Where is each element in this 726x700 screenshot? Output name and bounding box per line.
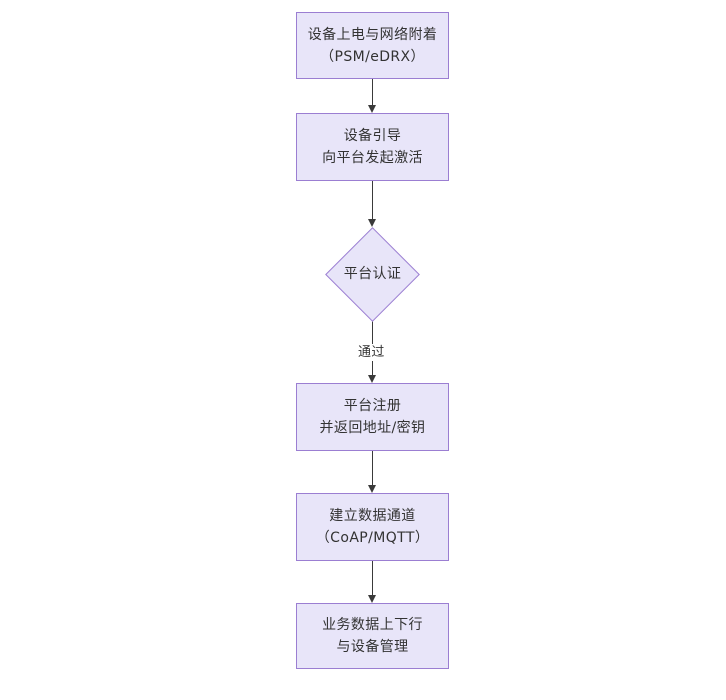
node-platform-register[interactable]: 平台注册 并返回地址/密钥 [296,383,449,451]
connector-line [372,451,373,486]
node-power-on-line2: （PSM/eDRX） [320,48,425,65]
node-power-on[interactable]: 设备上电与网络附着 （PSM/eDRX） [296,12,449,79]
node-platform-register-line2: 并返回地址/密钥 [319,420,426,436]
node-power-on-line1: 设备上电与网络附着 [307,26,438,43]
node-service-data-line2: 与设备管理 [336,639,409,655]
connector-bootstrap-to-platform-auth [368,181,376,227]
connector-line [372,181,373,220]
node-bootstrap[interactable]: 设备引导 向平台发起激活 [296,113,449,181]
node-data-channel-line1: 建立数据通道 [329,508,416,524]
arrowhead-icon [368,375,376,383]
connector-line [372,78,373,106]
connector-line [372,561,373,596]
node-data-channel-line2: （CoAP/MQTT） [315,530,430,546]
node-service-data-line1: 业务数据上下行 [322,617,423,633]
arrowhead-icon [368,485,376,493]
connector-power-on-to-bootstrap [368,78,376,113]
connector-data-channel-to-service-data [368,561,376,603]
node-bootstrap-line1: 设备引导 [343,128,402,144]
node-service-data[interactable]: 业务数据上下行 与设备管理 [296,603,449,669]
arrowhead-icon [368,105,376,113]
edge-label-pass: 通过 [357,344,386,361]
node-data-channel[interactable]: 建立数据通道 （CoAP/MQTT） [296,493,449,561]
connector-platform-register-to-data-channel [368,451,376,493]
node-platform-auth[interactable]: 平台认证 [325,226,420,322]
arrowhead-icon [368,595,376,603]
node-platform-register-line1: 平台注册 [343,398,402,414]
node-bootstrap-line2: 向平台发起激活 [322,150,423,166]
node-platform-auth-label: 平台认证 [343,266,402,282]
arrowhead-icon [368,219,376,227]
